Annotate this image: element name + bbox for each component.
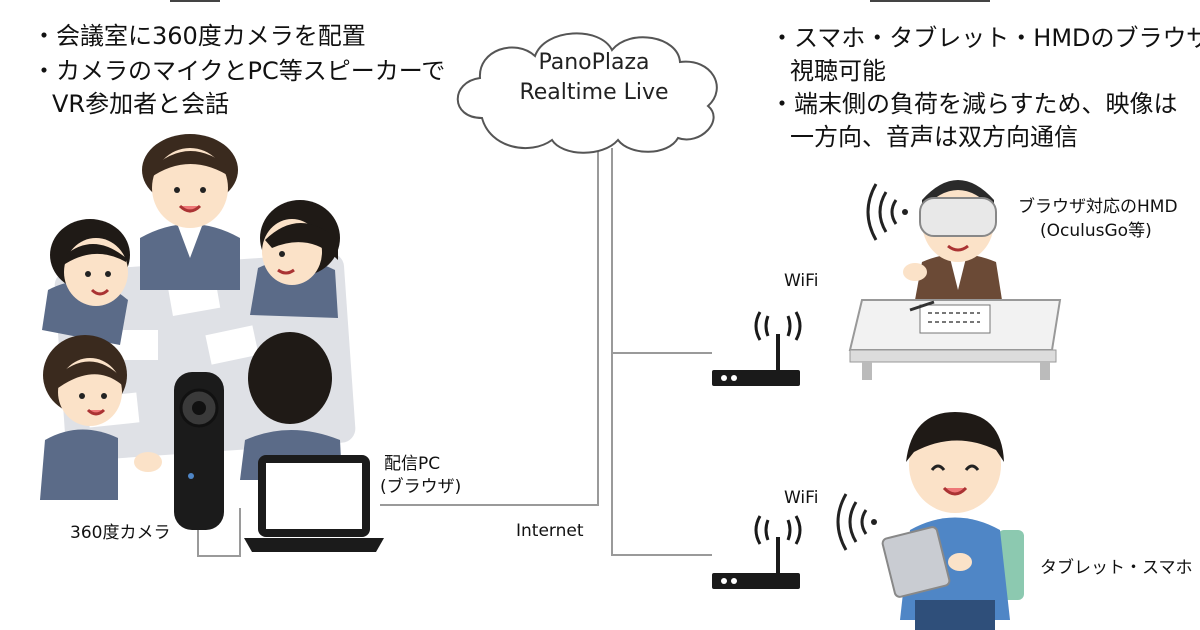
- pc-label-line1: 配信PC: [384, 454, 441, 474]
- right-bullet-1: ・スマホ・タブレット・HMDのブラウザで: [770, 24, 1200, 52]
- tablet-user-illustration: [836, 412, 1024, 630]
- internet-label: Internet: [516, 521, 584, 541]
- hmd-label-line2: (OculusGo等): [1040, 221, 1152, 241]
- internet-line: [380, 148, 599, 506]
- left-bullet-2: ・カメラのマイクとPC等スピーカーで: [32, 57, 446, 85]
- right-heading-underline: [870, 0, 990, 2]
- right-bullet-1-cont: 視聴可能: [790, 57, 886, 85]
- network-lines: [197, 148, 712, 557]
- cloud-label-line1: PanoPlaza: [538, 50, 650, 75]
- camera-360-icon: [174, 372, 224, 530]
- cloud-label-line2: Realtime Live: [519, 80, 669, 105]
- camera-label: 360度カメラ: [70, 523, 171, 543]
- hmd-label-line1: ブラウザ対応のHMD: [1018, 197, 1178, 217]
- right-bullet-2: ・端末側の負荷を減らすため、映像は: [770, 90, 1178, 118]
- cloud-icon: [456, 32, 718, 154]
- left-heading-underline: [170, 0, 220, 2]
- wifi-top-label: WiFi: [784, 271, 819, 291]
- hmd-user-illustration: [848, 180, 1062, 380]
- wifi-branch-line: [611, 148, 712, 556]
- laptop-icon: [244, 455, 384, 552]
- left-bullet-2-cont: VR参加者と会話: [52, 90, 230, 118]
- camera-cable: [197, 508, 241, 557]
- tablet-label: タブレット・スマホ: [1040, 558, 1193, 578]
- right-bullet-2-cont: 一方向、音声は双方向通信: [790, 123, 1078, 151]
- wifi-router-bottom-icon: [712, 515, 802, 589]
- wifi-bottom-label: WiFi: [784, 488, 819, 508]
- wifi-router-top-icon: [712, 311, 802, 386]
- pc-label-line2: (ブラウザ): [380, 477, 462, 497]
- left-bullet-1: ・会議室に360度カメラを配置: [32, 22, 366, 50]
- cloud-label: PanoPlaza Realtime Live: [494, 48, 694, 108]
